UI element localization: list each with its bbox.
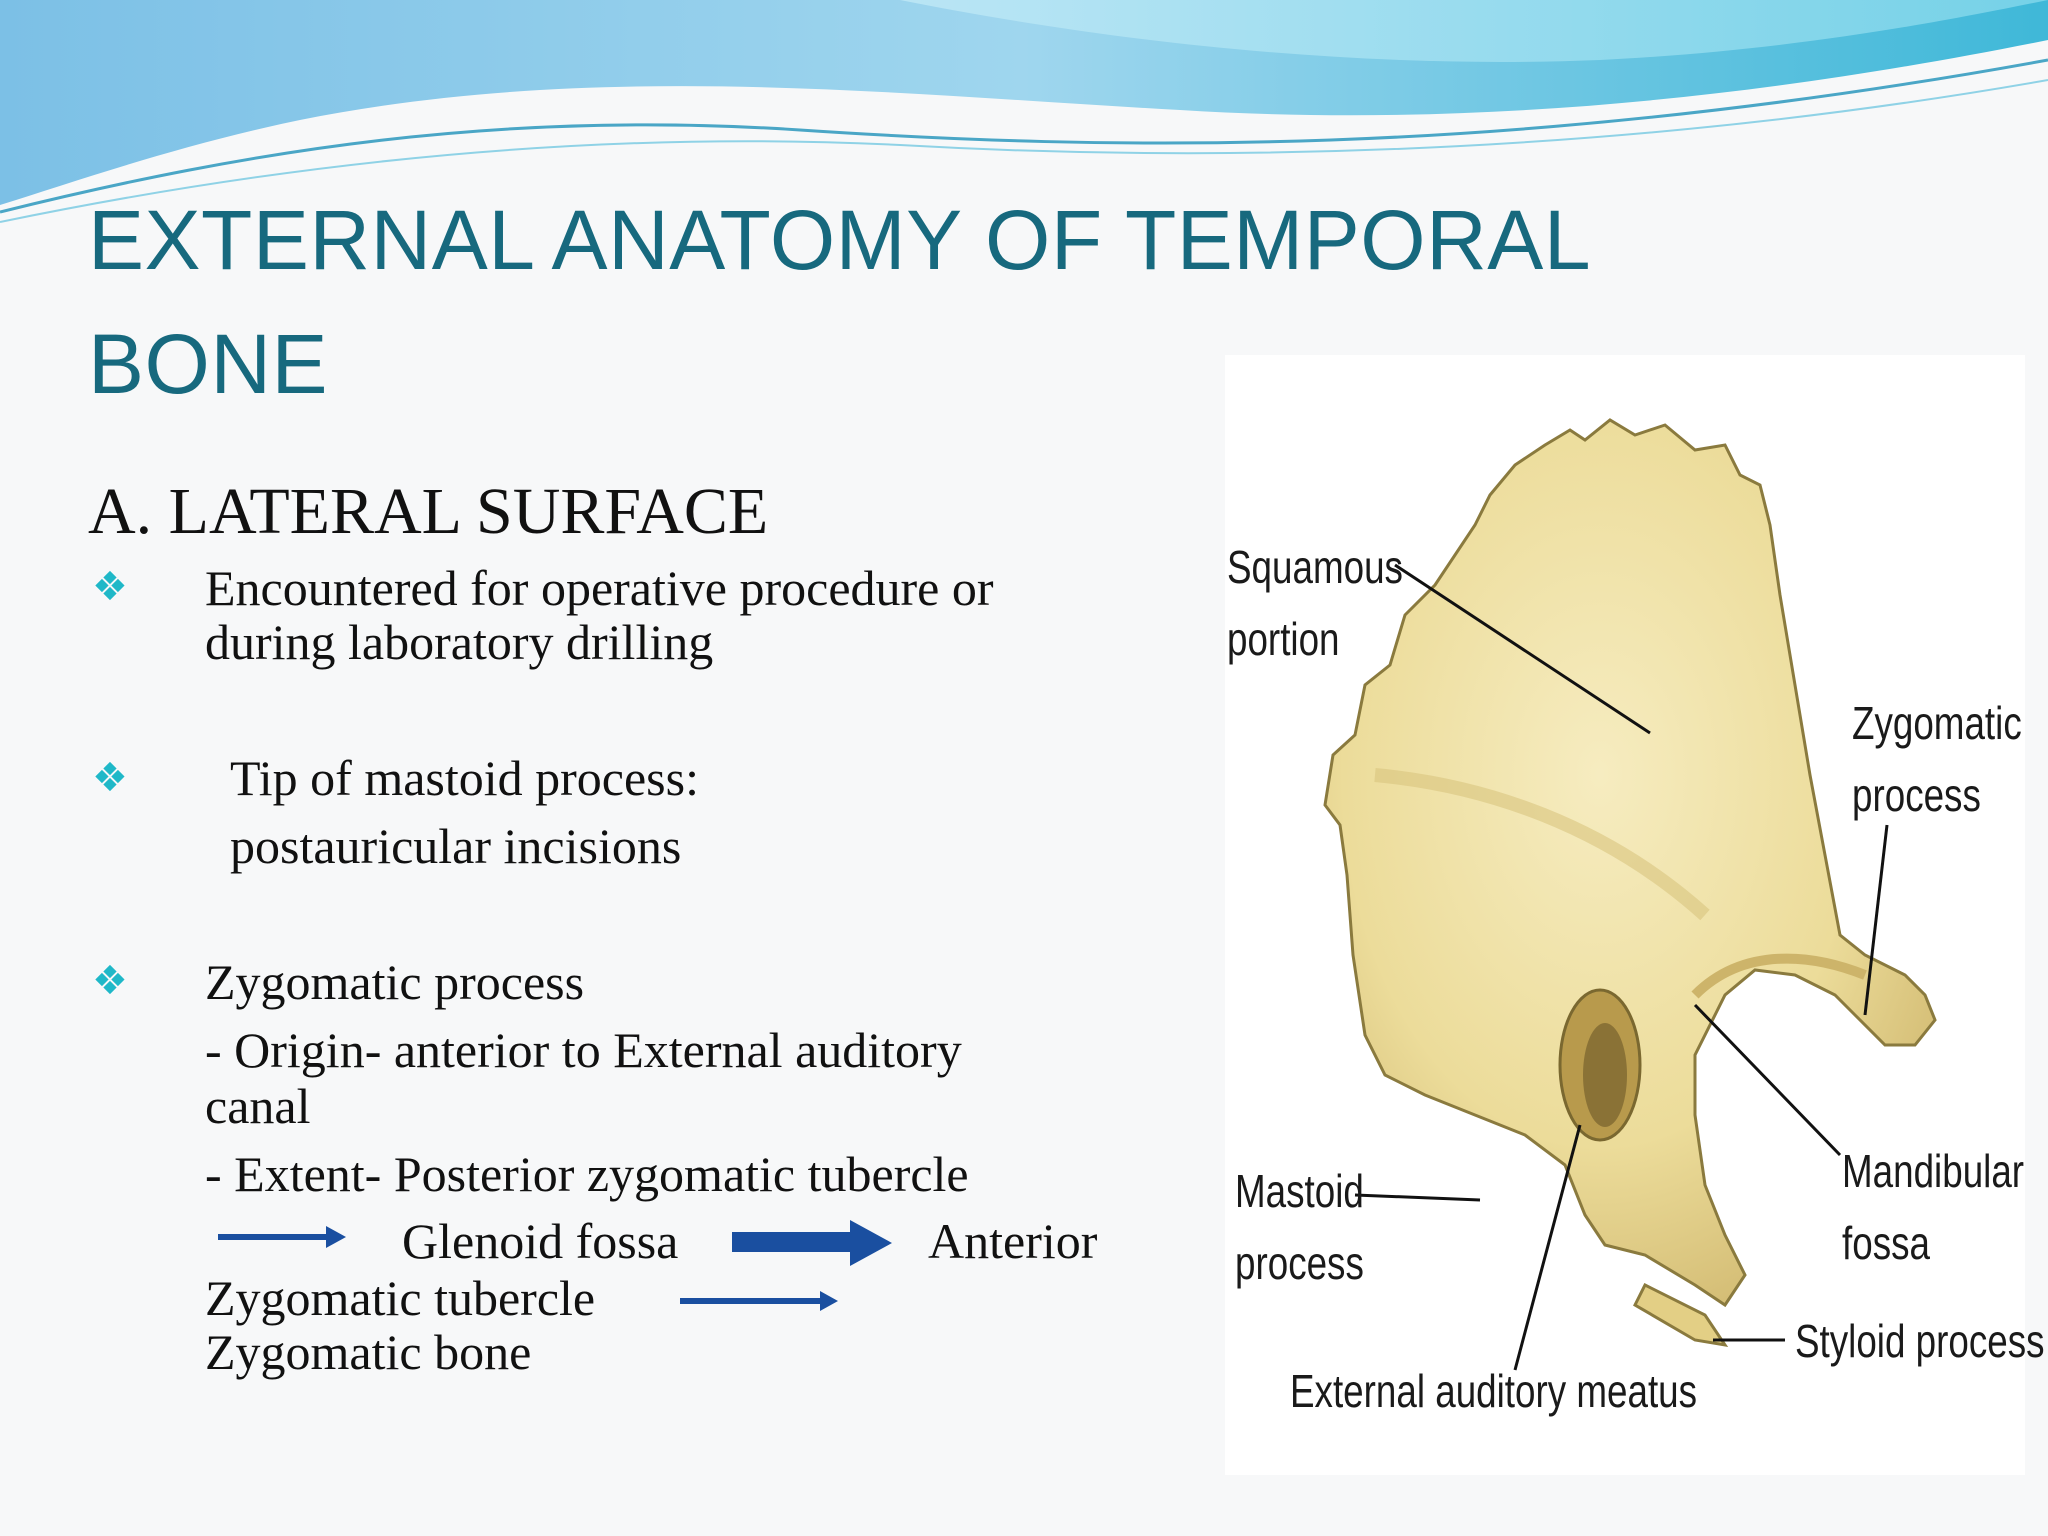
right-arrow-icon	[732, 1220, 892, 1266]
label-mandibular-line2: fossa	[1842, 1217, 1930, 1269]
bullet1-line2: during laboratory drilling	[205, 614, 714, 670]
title-line-2: BONE	[88, 317, 329, 411]
bullet3-line5-glenoid: Glenoid fossa	[402, 1213, 679, 1269]
temporal-bone-illustration	[1225, 355, 2025, 1475]
label-mandibular-line1: Mandibular	[1842, 1145, 2025, 1197]
label-zygomatic-line1: Zygomatic	[1852, 697, 2022, 749]
bullet3-line4: - Extent- Posterior zygomatic tubercle	[205, 1146, 969, 1202]
bullet-icon: ❖	[92, 564, 128, 610]
temporal-bone-figure: Squamous portion Zygomatic process Mandi…	[1225, 355, 2045, 1475]
bullet3-line1: Zygomatic process	[205, 954, 585, 1010]
right-arrow-icon	[680, 1291, 838, 1311]
bullet3-line7: Zygomatic bone	[205, 1324, 532, 1380]
title-line-1: EXTERNAL ANATOMY OF TEMPORAL	[88, 193, 1592, 287]
bullet-icon: ❖	[92, 755, 128, 801]
bullet2-line2: postauricular incisions	[230, 818, 682, 874]
label-squamous-line1: Squamous	[1227, 541, 1403, 593]
label-zygomatic: Zygomatic process	[1852, 687, 2022, 831]
header-wave-decoration	[0, 0, 2048, 223]
label-squamous-line2: portion	[1227, 613, 1340, 665]
bullet3-line6: Zygomatic tubercle	[205, 1270, 596, 1326]
label-mastoid-line2: process	[1235, 1237, 1364, 1289]
bullet1-line1: Encountered for operative procedure or	[205, 560, 994, 616]
bullet3-line2: - Origin- anterior to External auditory	[205, 1022, 962, 1078]
label-mastoid-line1: Mastoid	[1235, 1165, 1364, 1217]
label-styloid: Styloid process	[1795, 1315, 2045, 1367]
label-mastoid: Mastoid process	[1235, 1155, 1364, 1299]
label-eam: External auditory meatus	[1290, 1365, 1698, 1417]
bullet-icon: ❖	[92, 958, 128, 1004]
label-squamous: Squamous portion	[1227, 531, 1403, 675]
bullet3-line3: canal	[205, 1078, 311, 1134]
slide-title: EXTERNAL ANATOMY OF TEMPORAL BONE	[88, 178, 1688, 426]
bullet3-line5-anterior: Anterior	[928, 1213, 1098, 1269]
label-mandibular: Mandibular fossa	[1842, 1135, 2024, 1279]
label-zygomatic-line2: process	[1852, 769, 1981, 821]
section-heading: A. LATERAL SURFACE	[88, 475, 769, 548]
bullet2-line1: Tip of mastoid process:	[230, 750, 699, 806]
right-arrow-icon	[218, 1226, 346, 1248]
